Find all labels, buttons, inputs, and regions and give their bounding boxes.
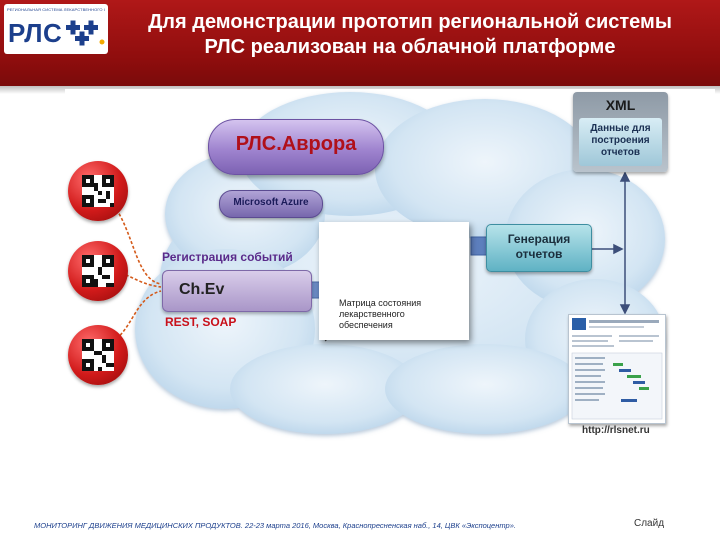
rls-logo: РЕГИОНАЛЬНАЯ СИСТЕМА ЛЕКАРСТВЕННОГО ОБЕС… xyxy=(4,4,108,54)
qr-code-icon xyxy=(82,175,114,207)
qr-code-icon xyxy=(82,339,114,371)
xml-block: XML Данные для построения отчетов xyxy=(573,92,668,172)
report-generation-block: Генерация отчетов xyxy=(486,224,592,272)
xml-title: XML xyxy=(605,97,636,113)
slide-title: Для демонстрации прототип региональной с… xyxy=(110,10,710,60)
qr-code-3 xyxy=(68,325,128,385)
report-preview-icon xyxy=(571,318,663,420)
report-thumbnail xyxy=(568,314,666,424)
logo-text: РЛС xyxy=(8,18,63,48)
generation-label: Генерация отчетов xyxy=(507,232,571,261)
slide-footer: МОНИТОРИНГ ДВИЖЕНИЯ МЕДИЦИНСКИХ ПРОДУКТО… xyxy=(0,512,720,540)
microsoft-azure-pill: Microsoft Azure xyxy=(219,190,323,218)
slide-header: РЕГИОНАЛЬНАЯ СИСТЕМА ЛЕКАРСТВЕННОГО ОБЕС… xyxy=(0,0,720,94)
azure-label: Microsoft Azure xyxy=(233,197,309,208)
rlsnet-url: http://rlsnet.ru xyxy=(582,425,650,436)
matrix-card: Матрица состояния лекарственного обеспеч… xyxy=(319,222,469,340)
title-line-1: Для демонстрации прототип региональной с… xyxy=(148,11,672,33)
logo-crosses-icon xyxy=(66,20,105,46)
rest-soap-label: REST, SOAP xyxy=(165,315,237,329)
qr-code-1 xyxy=(68,161,128,221)
xml-description-box: Данные для построения отчетов xyxy=(579,118,662,166)
logo-small-text: РЕГИОНАЛЬНАЯ СИСТЕМА ЛЕКАРСТВЕННОГО ОБЕС… xyxy=(7,7,105,12)
title-line-2: РЛС реализован на облачной платформе xyxy=(204,36,616,58)
xml-description: Данные для построения отчетов xyxy=(590,123,651,158)
qr-code-icon xyxy=(82,255,114,287)
rls-aurora-pill: РЛС.Аврора xyxy=(208,119,384,175)
chev-label: Ch.Ev xyxy=(179,281,225,298)
chev-block: Ch.Ev xyxy=(162,270,312,312)
footer-text: МОНИТОРИНГ ДВИЖЕНИЯ МЕДИЦИНСКИХ ПРОДУКТО… xyxy=(34,521,516,530)
registration-label: Регистрация событий xyxy=(162,250,293,264)
slide-label: Слайд xyxy=(634,518,665,529)
aurora-label: РЛС.Аврора xyxy=(235,133,357,155)
matrix-label: Матрица состояния лекарственного обеспеч… xyxy=(339,298,422,330)
qr-code-2 xyxy=(68,241,128,301)
